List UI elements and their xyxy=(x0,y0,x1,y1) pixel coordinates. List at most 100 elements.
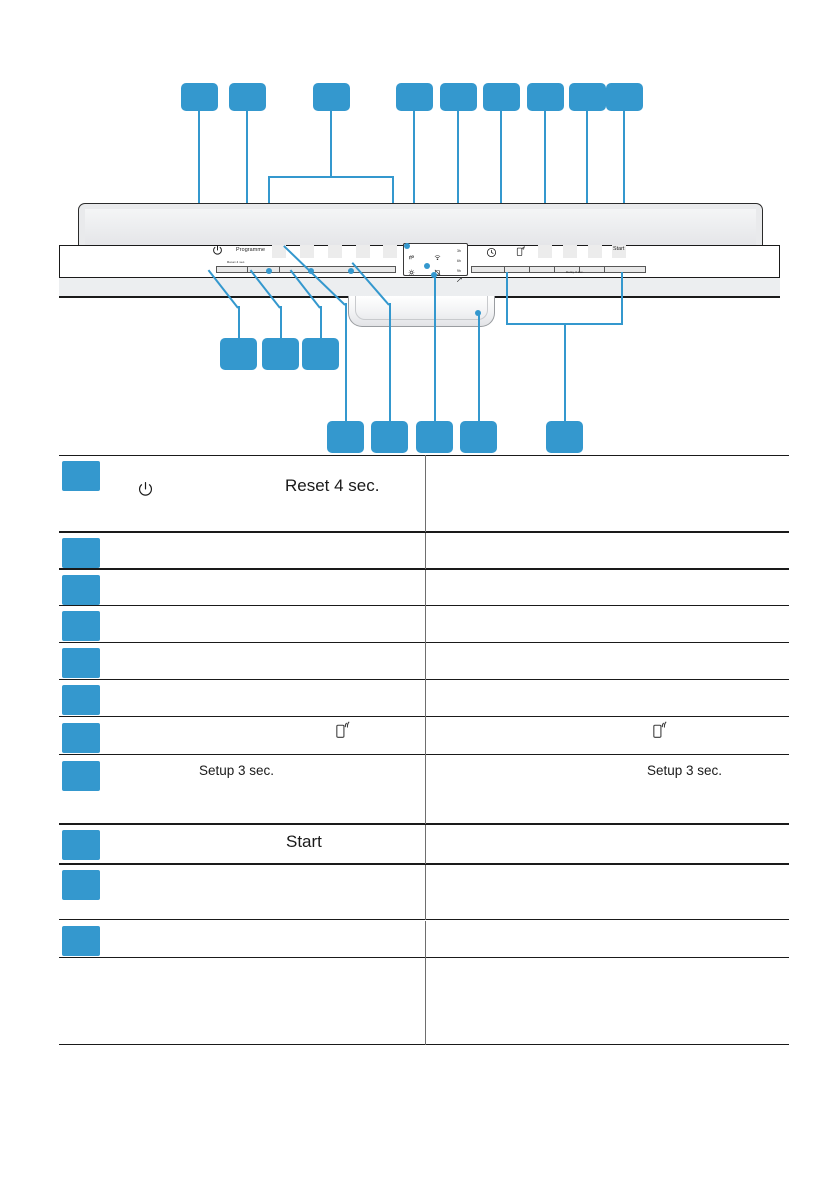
column-divider xyxy=(425,755,426,824)
table-rule xyxy=(59,679,789,681)
leader-endpoint-10 xyxy=(266,268,272,274)
legend-badge-9[interactable] xyxy=(62,830,100,860)
bar-tick xyxy=(504,267,505,272)
table-rule-top xyxy=(59,455,789,457)
bar-tick xyxy=(529,267,530,272)
callout-badge-7[interactable] xyxy=(527,83,564,111)
program-button-4[interactable] xyxy=(356,245,370,258)
table-rule xyxy=(59,531,789,534)
column-divider xyxy=(425,570,426,606)
callout-badge-5[interactable] xyxy=(440,83,477,111)
door-handle xyxy=(348,296,495,327)
callout-badge-2[interactable] xyxy=(229,83,266,111)
leader-endpoint-16 xyxy=(475,310,481,316)
program-button-5[interactable] xyxy=(383,245,397,258)
bar-tick xyxy=(247,267,248,272)
legend-badge-11[interactable] xyxy=(62,926,100,956)
start-label: Start xyxy=(613,246,625,252)
callout-badge-9[interactable] xyxy=(606,83,643,111)
leader-bracket-3 xyxy=(268,176,394,178)
legend-badge-1[interactable] xyxy=(62,461,100,491)
leader-line-1 xyxy=(198,111,200,228)
table-rule xyxy=(59,754,789,756)
leader-line-7 xyxy=(544,111,546,225)
legend-badge-7[interactable] xyxy=(62,723,100,753)
callout-badge-6[interactable] xyxy=(483,83,520,111)
leader-line-6 xyxy=(500,111,502,237)
leader-endpoint-12 xyxy=(348,268,354,274)
leader-line-11 xyxy=(280,306,282,338)
option-button-3[interactable] xyxy=(588,245,602,258)
bar-tick xyxy=(279,267,280,272)
option-button-4[interactable] xyxy=(612,245,626,258)
bar-tick xyxy=(554,267,555,272)
delay-indicator-bar[interactable] xyxy=(471,266,646,273)
leader-endpoint-13 xyxy=(404,243,410,249)
leader-endpoint-14 xyxy=(424,263,430,269)
legend-remote-start-icon-right xyxy=(651,720,668,744)
column-divider xyxy=(425,717,426,755)
half-load-icon xyxy=(434,263,441,276)
legend-badge-2[interactable] xyxy=(62,538,100,568)
status-indicator-panel: 3h 6h 9h xyxy=(403,243,468,283)
callout-badge-17[interactable] xyxy=(546,421,583,453)
leader-line-5 xyxy=(457,111,459,223)
option-button-2[interactable] xyxy=(563,245,577,258)
remote-start-icon[interactable] xyxy=(516,244,526,256)
legend-power-icon xyxy=(136,480,155,504)
callout-badge-12[interactable] xyxy=(302,338,339,370)
program-button-1[interactable] xyxy=(272,245,286,258)
timer-hour-3h: 3h xyxy=(457,249,461,253)
legend-badge-10[interactable] xyxy=(62,870,100,900)
callout-badge-3[interactable] xyxy=(313,83,350,111)
callout-badge-8[interactable] xyxy=(569,83,606,111)
column-divider xyxy=(425,680,426,717)
callout-badge-11[interactable] xyxy=(262,338,299,370)
table-rule xyxy=(59,716,789,718)
option-button-1[interactable] xyxy=(538,245,552,258)
column-divider xyxy=(425,921,426,958)
legend-remote-start-icon-left xyxy=(334,720,351,744)
legend-badge-4[interactable] xyxy=(62,611,100,641)
table-rule xyxy=(59,605,789,607)
callout-badge-15[interactable] xyxy=(416,421,453,453)
reset-label: Reset 4 sec. xyxy=(227,260,246,264)
column-divider xyxy=(425,533,426,569)
column-divider xyxy=(425,958,426,1045)
callout-badge-13[interactable] xyxy=(327,421,364,453)
bar-tick xyxy=(604,267,605,272)
program-button-2[interactable] xyxy=(300,245,314,258)
program-button-3[interactable] xyxy=(328,245,342,258)
extra-dry-icon xyxy=(456,270,463,283)
fascia-left-edge xyxy=(59,245,61,298)
legend-badge-8[interactable] xyxy=(62,761,100,791)
legend-badge-6[interactable] xyxy=(62,685,100,715)
rinse-aid-icon xyxy=(408,248,415,260)
leader-line-17 xyxy=(564,324,566,421)
table-rule-bottom xyxy=(59,1044,789,1046)
legend-badge-5[interactable] xyxy=(62,648,100,678)
intensive-zone-icon xyxy=(434,248,441,261)
callout-badge-1[interactable] xyxy=(181,83,218,111)
callout-badge-16[interactable] xyxy=(460,421,497,453)
leader-bracket-17-left xyxy=(506,272,508,324)
timer-hour-9h: 9h xyxy=(457,269,461,273)
legend-badge-3[interactable] xyxy=(62,575,100,605)
table-rule xyxy=(59,823,789,826)
table-rule xyxy=(59,919,789,921)
callout-badge-4[interactable] xyxy=(396,83,433,111)
callout-badge-14[interactable] xyxy=(371,421,408,453)
leader-line-10 xyxy=(238,306,240,338)
timer-hour-6h: 6h xyxy=(457,259,461,263)
leader-line-12 xyxy=(320,306,322,338)
power-icon[interactable] xyxy=(211,244,224,257)
leader-line-9 xyxy=(623,111,625,238)
callout-badge-10[interactable] xyxy=(220,338,257,370)
leader-endpoint-15 xyxy=(431,272,437,278)
leader-line-2 xyxy=(246,111,248,239)
programme-label: Programme xyxy=(236,247,266,253)
leader-line-8 xyxy=(586,111,588,238)
leader-line-15 xyxy=(434,275,436,421)
clock-icon[interactable] xyxy=(486,245,497,258)
appliance-top-panel xyxy=(78,203,763,247)
